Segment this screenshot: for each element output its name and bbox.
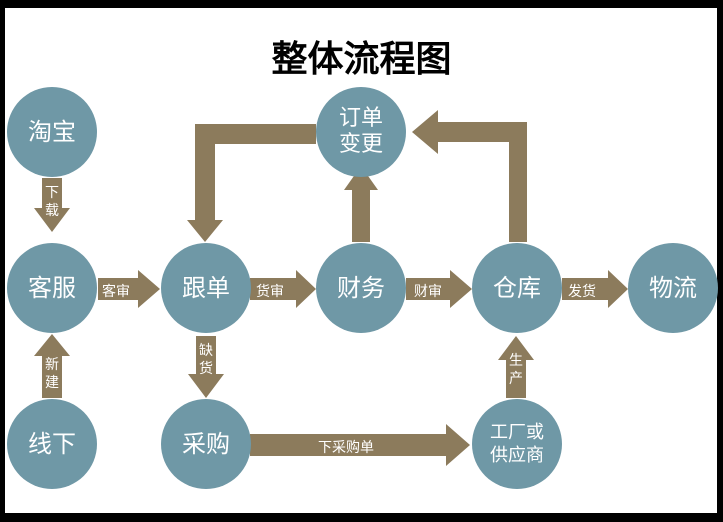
arrow-taobao-to-kefu (34, 178, 70, 232)
node-taobao: 淘宝 (7, 87, 97, 177)
edge-label-caishen: 财审 (414, 284, 442, 300)
arrow-xianxia-to-kefu (34, 334, 70, 398)
node-caiwu: 财务 (316, 243, 406, 333)
edge-label-xinjian: 新建 (45, 357, 59, 391)
node-cangku: 仓库 (472, 243, 562, 333)
edge-label-fahuo: 发货 (568, 284, 596, 300)
arrow-dingdan-to-gendan (187, 124, 316, 242)
arrow-gendan-to-caigou (188, 336, 224, 398)
node-caigou: 采购 (161, 399, 251, 489)
edge-label-huoshen: 货审 (256, 284, 284, 300)
arrow-caigou-to-gongchang (250, 424, 470, 466)
node-kefu: 客服 (7, 243, 97, 333)
page-title: 整体流程图 (271, 38, 452, 80)
node-gendan: 跟单 (161, 243, 251, 333)
node-dingdan-biangeng: 订单变更 (316, 87, 406, 177)
edge-label-xiacaigoudan: 下采购单 (318, 440, 374, 456)
edge-label-keshen: 客审 (102, 284, 130, 300)
node-xianxia: 线下 (7, 399, 97, 489)
node-gongchang-gongyingshang: 工厂或供应商 (472, 399, 562, 489)
arrow-cangku-to-wuliu (562, 270, 628, 308)
edge-label-xiazai: 下载 (45, 185, 59, 219)
arrow-cangku-to-dingdan (412, 110, 527, 242)
edge-label-shengchan: 生产 (509, 353, 523, 387)
arrow-caiwu-to-dingdan (344, 166, 378, 242)
node-wuliu: 物流 (628, 243, 718, 333)
arrow-kefu-to-gendan (98, 270, 160, 308)
arrow-gendan-to-caiwu (250, 270, 316, 308)
arrow-gongchang-to-cangku (498, 336, 534, 398)
edge-label-quehuo: 缺货 (199, 343, 213, 377)
arrow-caiwu-to-cangku (406, 270, 472, 308)
